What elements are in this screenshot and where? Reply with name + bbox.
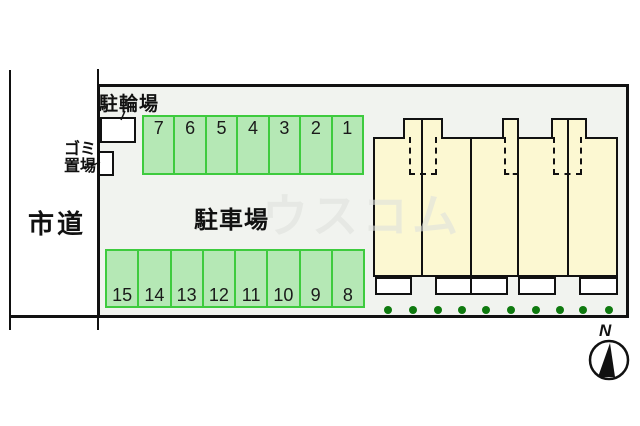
shrub-dot xyxy=(579,306,587,314)
unit-division-line-3 xyxy=(517,118,519,277)
unit-division-line-4 xyxy=(567,118,569,277)
parking-space-number: 8 xyxy=(342,285,353,305)
parking-space-number: 13 xyxy=(176,285,197,305)
road-edge-line-outer xyxy=(9,70,11,330)
stairwell-dashed-3 xyxy=(553,137,582,175)
parking-space-5: 5 xyxy=(207,117,239,173)
entry-porch-4 xyxy=(518,277,556,295)
garbage-label-line2: 置場 xyxy=(63,158,96,175)
parking-space-2: 2 xyxy=(301,117,333,173)
parking-space-number: 3 xyxy=(279,118,290,138)
parking-space-8: 8 xyxy=(333,251,363,306)
parking-space-number: 7 xyxy=(153,118,164,138)
parking-space-number: 1 xyxy=(342,118,353,138)
parking-space-number: 12 xyxy=(208,285,229,305)
parking-space-12: 12 xyxy=(204,251,236,306)
parking-space-9: 9 xyxy=(301,251,333,306)
unit-division-line-2 xyxy=(470,137,472,277)
compass-needle xyxy=(598,343,615,377)
shrub-dot xyxy=(507,306,515,314)
entry-porch-5 xyxy=(579,277,618,295)
shrub-dot xyxy=(434,306,442,314)
parking-space-6: 6 xyxy=(175,117,207,173)
parking-space-11: 11 xyxy=(236,251,269,306)
parking-space-number: 4 xyxy=(247,118,258,138)
parking-space-number: 6 xyxy=(185,118,196,138)
stairwell-dashed-2 xyxy=(504,137,518,175)
garbage-label-line1: ゴミ xyxy=(63,141,96,158)
shrub-dot xyxy=(409,306,417,314)
shrub-dot xyxy=(532,306,540,314)
parking-space-15: 15 xyxy=(107,251,140,306)
shrub-dot xyxy=(482,306,490,314)
parking-space-number: 2 xyxy=(310,118,321,138)
parking-space-3: 3 xyxy=(270,117,302,173)
parking-space-number: 11 xyxy=(241,285,261,305)
shrub-dot xyxy=(458,306,466,314)
parking-space-4: 4 xyxy=(238,117,270,173)
parking-space-7: 7 xyxy=(144,117,176,173)
entry-porch-3 xyxy=(470,277,508,295)
parking-lot-label: 駐車場 xyxy=(194,207,269,234)
building-footprint xyxy=(373,137,618,277)
parking-space-number: 14 xyxy=(144,285,165,305)
shrub-dot xyxy=(605,306,613,314)
compass-north-label: N xyxy=(599,321,612,340)
parking-space-number: 15 xyxy=(112,285,133,305)
compass-icon xyxy=(588,339,630,381)
watermark-text: ウスコム xyxy=(262,190,462,242)
building-entry-protrusion-1 xyxy=(403,118,443,139)
building-entry-protrusion-3 xyxy=(551,118,587,139)
shrub-dot xyxy=(556,306,564,314)
stairwell-dashed-1 xyxy=(409,137,437,175)
parking-space-number: 9 xyxy=(310,285,321,305)
unit-division-line-1 xyxy=(421,118,423,277)
parking-row-bottom: 15 14 13 12 11 10 9 8 xyxy=(105,249,365,308)
parking-space-10: 10 xyxy=(268,251,301,306)
entry-porch-2 xyxy=(435,277,472,295)
parking-space-14: 14 xyxy=(139,251,172,306)
site-bottom-line-extension xyxy=(9,315,99,318)
parking-space-13: 13 xyxy=(172,251,204,306)
parking-space-number: 5 xyxy=(216,118,227,138)
parking-space-number: 10 xyxy=(273,285,294,305)
parking-space-1: 1 xyxy=(333,117,362,173)
bicycle-parking-box xyxy=(100,117,136,143)
garbage-area-box xyxy=(98,151,114,176)
entry-porch-1 xyxy=(375,277,412,295)
shrub-dot xyxy=(384,306,392,314)
garbage-area-label: ゴミ 置場 xyxy=(40,141,96,175)
bicycle-parking-label: 駐輪場 xyxy=(99,94,160,115)
city-road-label: 市道 xyxy=(28,209,87,239)
